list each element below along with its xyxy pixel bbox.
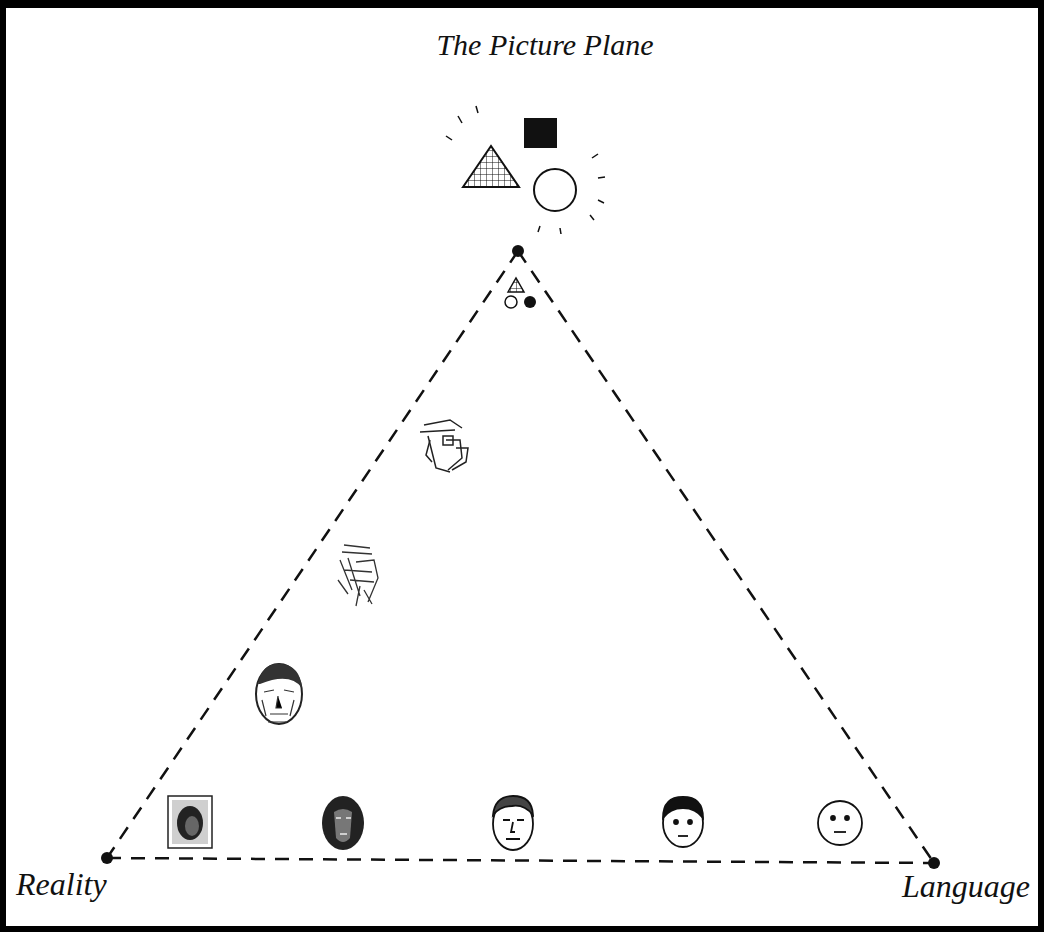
picture-plane-shapes — [446, 106, 605, 234]
small-apex-shapes — [505, 278, 536, 308]
vertex-label: Language — [902, 868, 1030, 905]
apex-label: The Picture Plane — [436, 28, 653, 62]
detailed-cartoon-face — [493, 796, 533, 850]
sketchy-face — [256, 664, 302, 724]
abstract-face-middle — [338, 545, 378, 606]
photo-face — [168, 796, 212, 848]
dashed-triangle — [107, 251, 934, 863]
smiley-face — [818, 801, 862, 845]
realistic-face — [322, 796, 364, 850]
abstract-face-top — [420, 420, 468, 472]
vertex-dots — [101, 245, 940, 869]
simple-cartoon-face — [663, 797, 703, 847]
vertex-label: Reality — [16, 866, 107, 903]
